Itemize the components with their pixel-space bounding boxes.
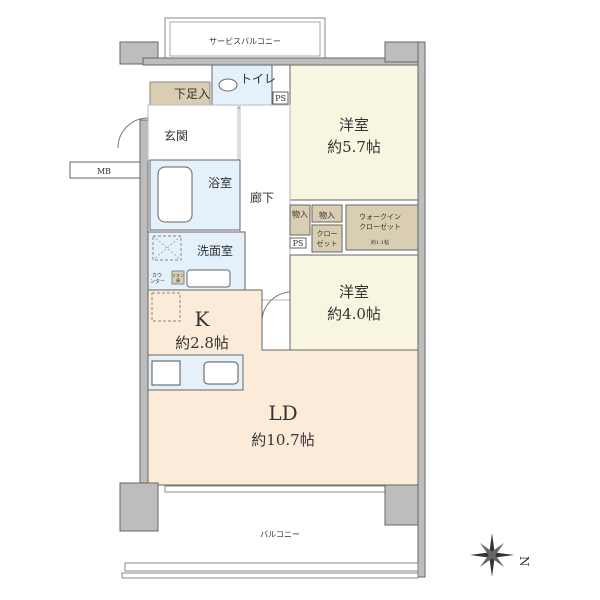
ld-name: LD <box>268 401 297 425</box>
western-room-2-size: 約4.0帖 <box>327 305 381 323</box>
toilet-label: トイレ <box>240 72 276 86</box>
fridge-space <box>151 292 181 322</box>
shoe-storage-label: 下足入 <box>174 87 210 101</box>
ps-label-2: PS <box>293 239 304 248</box>
walk-in-closet-label: ウォークインクローゼット <box>359 213 401 231</box>
sink-icon <box>186 269 231 288</box>
counter-label: カウンター <box>150 272 165 285</box>
closet-label: クローゼット <box>317 230 338 248</box>
western-room-1-name: 洋室 <box>339 116 369 134</box>
kitchen-sink-icon <box>203 361 239 385</box>
western-room-1-size: 約5.7帖 <box>327 138 381 156</box>
ld-size: 約10.7帖 <box>251 431 314 449</box>
balcony-window <box>164 485 386 493</box>
entrance <box>147 104 239 161</box>
pillar-right <box>384 484 419 526</box>
western-room-2-name: 洋室 <box>339 283 369 301</box>
bathroom-label: 浴室 <box>208 175 232 190</box>
hallway-label: 廊下 <box>250 190 274 205</box>
kitchen-name: K <box>195 307 211 331</box>
entrance-label: 玄関 <box>164 128 188 143</box>
linen-storage <box>171 270 185 285</box>
washer-space <box>152 235 182 261</box>
service-balcony-label: サービスバルコニー <box>209 37 281 46</box>
wall-left <box>139 119 149 491</box>
balcony-railing <box>124 562 419 572</box>
stove-icon <box>151 360 181 386</box>
western-room-2 <box>289 254 419 351</box>
storage-2-label: 物入 <box>319 210 335 220</box>
balcony-label: バルコニー <box>260 530 300 539</box>
bathtub-icon <box>157 166 193 223</box>
mb-label: MB <box>97 167 111 176</box>
pillar-left <box>119 482 159 532</box>
linen-label: リネン庫 <box>172 272 184 283</box>
storage-2 <box>311 204 343 223</box>
storage-1 <box>289 204 311 236</box>
ps-label-1: PS <box>275 94 286 103</box>
meter-box <box>69 161 141 179</box>
western-room-1 <box>289 64 419 201</box>
wall-top <box>142 57 424 66</box>
compass-icon <box>470 533 514 577</box>
service-balcony <box>164 17 326 59</box>
closet <box>311 224 343 253</box>
western-room-2-door[interactable] <box>261 291 291 321</box>
washroom-label: 洗面室 <box>197 243 233 258</box>
north-label: N <box>517 556 531 567</box>
walk-in-closet-size: 約1.1帖 <box>371 239 389 246</box>
kitchen-size: 約2.8帖 <box>175 334 229 352</box>
entrance-door[interactable] <box>117 117 149 149</box>
pipe-space-1 <box>272 91 289 105</box>
wall-right <box>417 41 426 578</box>
storage-1-label: 物入 <box>292 209 308 219</box>
toilet-bowl-icon <box>218 78 238 92</box>
walk-in-closet <box>345 204 419 251</box>
